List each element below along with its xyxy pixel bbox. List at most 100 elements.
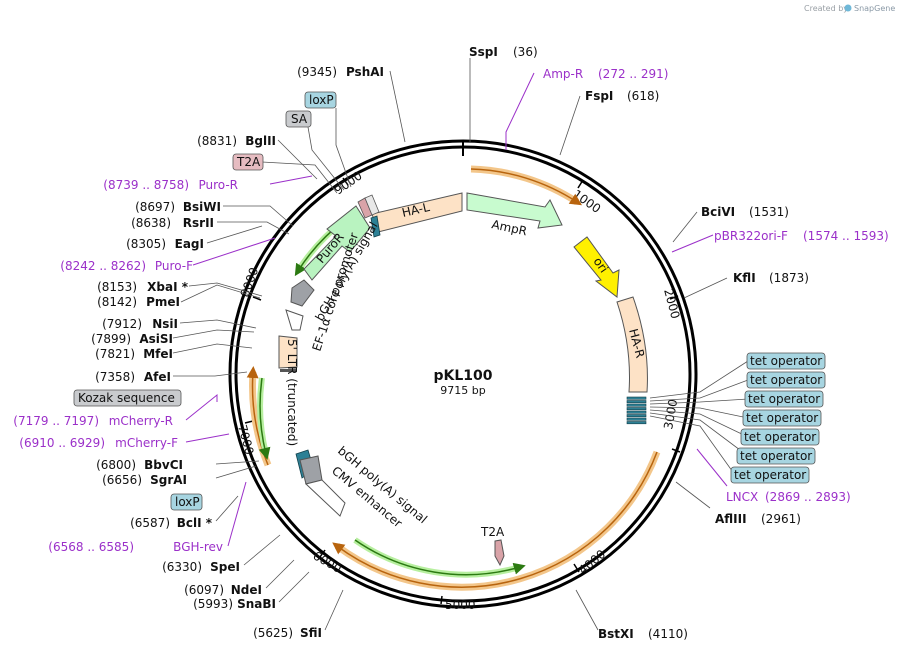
site-fspi-pos: (618)	[627, 89, 659, 103]
tet-operator-label: tet operator	[746, 411, 818, 425]
site-sspi-pos: (36)	[513, 45, 538, 59]
brand-text: SnapGene	[854, 4, 895, 13]
site-bstxi-pos: (4110)	[648, 627, 688, 641]
site-afei-pos: (7358)	[95, 370, 135, 384]
site-ndei-pos: (6097)	[184, 583, 224, 597]
feature-ha-r	[616, 296, 648, 393]
site-bglii-name: BglII	[245, 134, 276, 148]
site-afliii-pos: (2961)	[761, 512, 801, 526]
primer-mcherry-r-name: mCherry-R	[109, 414, 173, 428]
site-sfii-name: SfiI	[300, 626, 322, 640]
site-mfei-name: MfeI	[143, 347, 173, 361]
loxp-top-label: loxP	[309, 93, 334, 107]
green-arc-bottom	[354, 539, 526, 576]
site-snabi-name: SnaBI	[237, 597, 276, 611]
site-bstxi-name: BstXI	[598, 627, 634, 641]
green-arc-left	[258, 377, 271, 460]
primer-puro-f-range: (8242 .. 8262)	[60, 259, 146, 273]
feature-t2a-inner	[494, 539, 505, 567]
site-bbvci-pos: (6800)	[96, 458, 136, 472]
loxp-bottom-box	[170, 493, 203, 511]
primer-pbr322ori-f-range: (1574 .. 1593)	[803, 229, 889, 243]
orange-arc-top	[470, 168, 583, 206]
site-xbai-pos: (8153)	[97, 280, 137, 294]
site-kfli-name: KflI	[733, 271, 756, 285]
site-eagi-name: EagI	[175, 237, 204, 251]
site-bsiwi-pos: (8697)	[135, 200, 175, 214]
primer-mcherry-r-range: (7179 .. 7197)	[13, 414, 99, 428]
tet-operator-label: tet operator	[740, 449, 812, 463]
site-bcivi-name: BciVI	[701, 205, 735, 219]
t2a-top-label: T2A	[236, 155, 261, 169]
primer-amp-r-name: Amp-R	[543, 67, 583, 81]
leader-lines	[172, 58, 749, 631]
primer-pbr322ori-f-name: pBR322ori-F	[714, 229, 788, 243]
primer-bgh-rev-name: BGH-rev	[173, 540, 223, 554]
site-spei-pos: (6330)	[162, 560, 202, 574]
loxp-bottom-label: loxP	[175, 495, 200, 509]
site-sgrai-pos: (6656)	[102, 473, 142, 487]
site-nsii-name: NsiI	[152, 317, 178, 331]
site-nsii-pos: (7912)	[102, 317, 142, 331]
feature-t2a-inner-label: T2A	[480, 525, 505, 539]
kozak-box	[73, 389, 182, 407]
feature-ampr-label: AmpR	[490, 217, 528, 238]
tet-operator-label: tet operator	[744, 430, 816, 444]
site-fspi-name: FspI	[585, 89, 613, 103]
site-mfei-pos: (7821)	[95, 347, 135, 361]
site-asisi-name: AsiSI	[139, 332, 173, 346]
t2a-top-box	[232, 153, 264, 171]
site-pshai-name: PshAI	[346, 65, 384, 79]
feature-loxp-small	[370, 215, 381, 238]
snapgene-logo-icon	[844, 4, 852, 12]
site-bcli-pos: (6587)	[130, 516, 170, 530]
tet-operator-label: tet operator	[750, 373, 822, 387]
primer-mcherry-f-name: mCherry-F	[115, 436, 178, 450]
site-bbvci-name: BbvCI	[144, 458, 183, 472]
tick-label-5000: 5000	[445, 598, 476, 612]
site-bcli-name: BclI *	[177, 516, 213, 530]
feature-bgh-bottom	[299, 455, 323, 485]
feature-ef1a	[285, 309, 304, 331]
feature-sa-small	[364, 194, 380, 216]
site-xbai-name: XbaI *	[147, 280, 189, 294]
site-pmei-name: PmeI	[146, 295, 180, 309]
feature-cmv	[304, 479, 346, 517]
primer-puro-r-range: (8739 .. 8758)	[103, 178, 189, 192]
feature-ori	[573, 236, 620, 298]
feature-ampr	[466, 192, 563, 229]
site-pmei-pos: (8142)	[97, 295, 137, 309]
site-afei-name: AfeI	[144, 370, 171, 384]
orange-arc-bottom	[332, 451, 658, 588]
primer-amp-r-range: (272 .. 291)	[598, 67, 668, 81]
site-asisi-pos: (7899)	[91, 332, 131, 346]
ring-tick-marks	[244, 177, 681, 605]
site-pshai-pos: (9345)	[297, 65, 337, 79]
site-bcivi-pos: (1531)	[749, 205, 789, 219]
primer-lncx-name: LNCX	[726, 490, 758, 504]
tick-label-2000: 2000	[661, 287, 682, 320]
tet-operator-label: tet operator	[734, 468, 806, 482]
primer-lncx-range: (2869 .. 2893)	[765, 490, 851, 504]
primer-bgh-rev-range: (6568 .. 6585)	[48, 540, 134, 554]
primer-puro-r-name: Puro-R	[198, 178, 238, 192]
site-ndei-name: NdeI	[231, 583, 262, 597]
site-bglii-pos: (8831)	[197, 134, 237, 148]
loxp-top-box	[304, 91, 337, 109]
credit-text: Created by	[804, 4, 848, 13]
site-bsiwi-name: BsiWI	[183, 200, 221, 214]
feature-ltr-label: 5' LTR (truncated)	[285, 339, 299, 446]
site-rsrii-pos: (8638)	[131, 216, 171, 230]
sa-box	[285, 110, 312, 128]
feature-ha-l-label: HA-L	[401, 200, 432, 220]
primer-puro-f-name: Puro-F	[155, 259, 193, 273]
tet-operator-label: tet operator	[748, 392, 820, 406]
kozak-label: Kozak sequence	[78, 391, 175, 405]
plasmid-size: 9715 bp	[440, 384, 485, 397]
site-sspi-name: SspI	[469, 45, 498, 59]
feature-ltr	[278, 335, 298, 369]
primer-mcherry-f-range: (6910 .. 6929)	[19, 436, 105, 450]
tet-operator-list: tet operator tet operator tet operator t…	[730, 352, 826, 484]
primer-leader-lines	[185, 72, 728, 547]
